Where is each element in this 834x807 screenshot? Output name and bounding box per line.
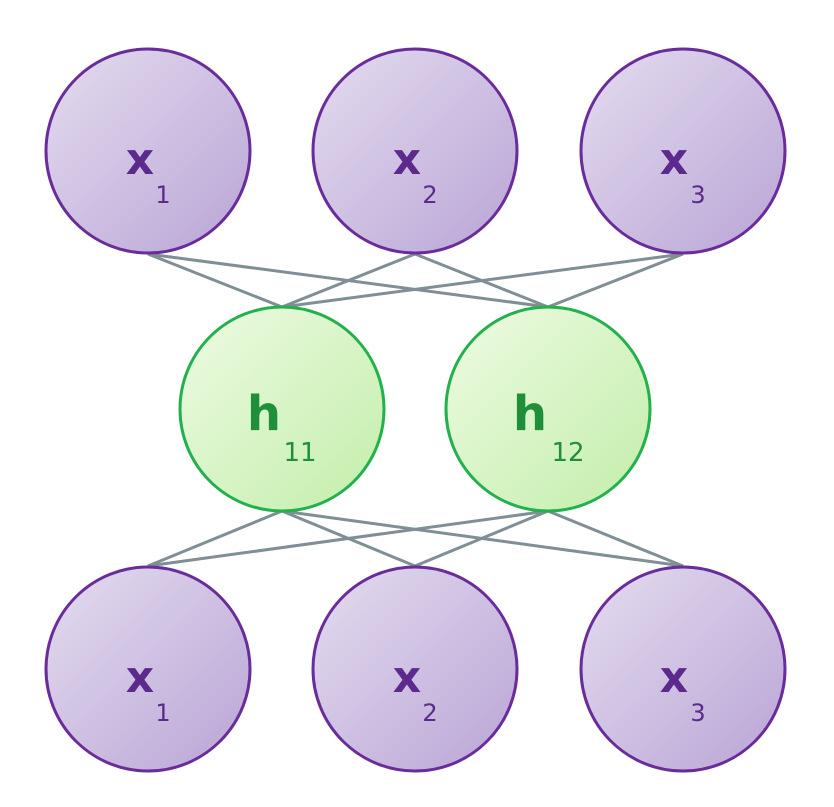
node-subscript: 11 — [283, 438, 316, 468]
input-node-circle — [579, 47, 787, 255]
node-subscript: 1 — [155, 699, 170, 727]
input-node-x3: x 3 — [579, 47, 787, 255]
node-subscript: 1 — [155, 181, 170, 209]
edge-x2-h11 — [281, 252, 416, 309]
output-node-x1: x 1 — [44, 565, 252, 773]
output-node-circle — [44, 565, 252, 773]
input-node-circle — [311, 47, 519, 255]
edges-encoder — [147, 252, 684, 309]
output-layer: x 1 x 2 x 3 — [44, 565, 787, 773]
node-symbol: h — [513, 386, 547, 442]
node-subscript: 3 — [690, 181, 705, 209]
input-node-x1: x 1 — [44, 47, 252, 255]
input-node-x2: x 2 — [311, 47, 519, 255]
edge-h12-x3 — [547, 509, 684, 568]
node-subscript: 2 — [422, 181, 437, 209]
edge-x3-h11 — [281, 252, 684, 309]
node-symbol: h — [247, 386, 281, 442]
output-node-circle — [311, 565, 519, 773]
edge-h11-x1 — [147, 509, 283, 568]
node-symbol: x — [126, 652, 154, 703]
node-subscript: 3 — [690, 699, 705, 727]
edge-h12-x2 — [414, 509, 549, 568]
input-layer: x 1 x 2 x 3 — [44, 47, 787, 255]
node-subscript: 2 — [422, 699, 437, 727]
edge-h12-x1 — [147, 509, 549, 568]
node-symbol: x — [393, 134, 421, 185]
edges-decoder — [147, 509, 684, 568]
node-subscript: 12 — [551, 438, 584, 468]
node-symbol: x — [660, 652, 688, 703]
hidden-layer: h 11 h 12 — [178, 305, 652, 513]
hidden-node-h12: h 12 — [444, 305, 652, 513]
hidden-node-circle — [178, 305, 386, 513]
output-node-x3: x 3 — [579, 565, 787, 773]
node-symbol: x — [660, 134, 688, 185]
node-symbol: x — [126, 134, 154, 185]
edge-x1-h11 — [147, 252, 283, 309]
hidden-node-h11: h 11 — [178, 305, 386, 513]
hidden-node-circle — [444, 305, 652, 513]
edge-x3-h12 — [547, 252, 684, 309]
node-symbol: x — [393, 652, 421, 703]
input-node-circle — [44, 47, 252, 255]
output-node-x2: x 2 — [311, 565, 519, 773]
output-node-circle — [579, 565, 787, 773]
